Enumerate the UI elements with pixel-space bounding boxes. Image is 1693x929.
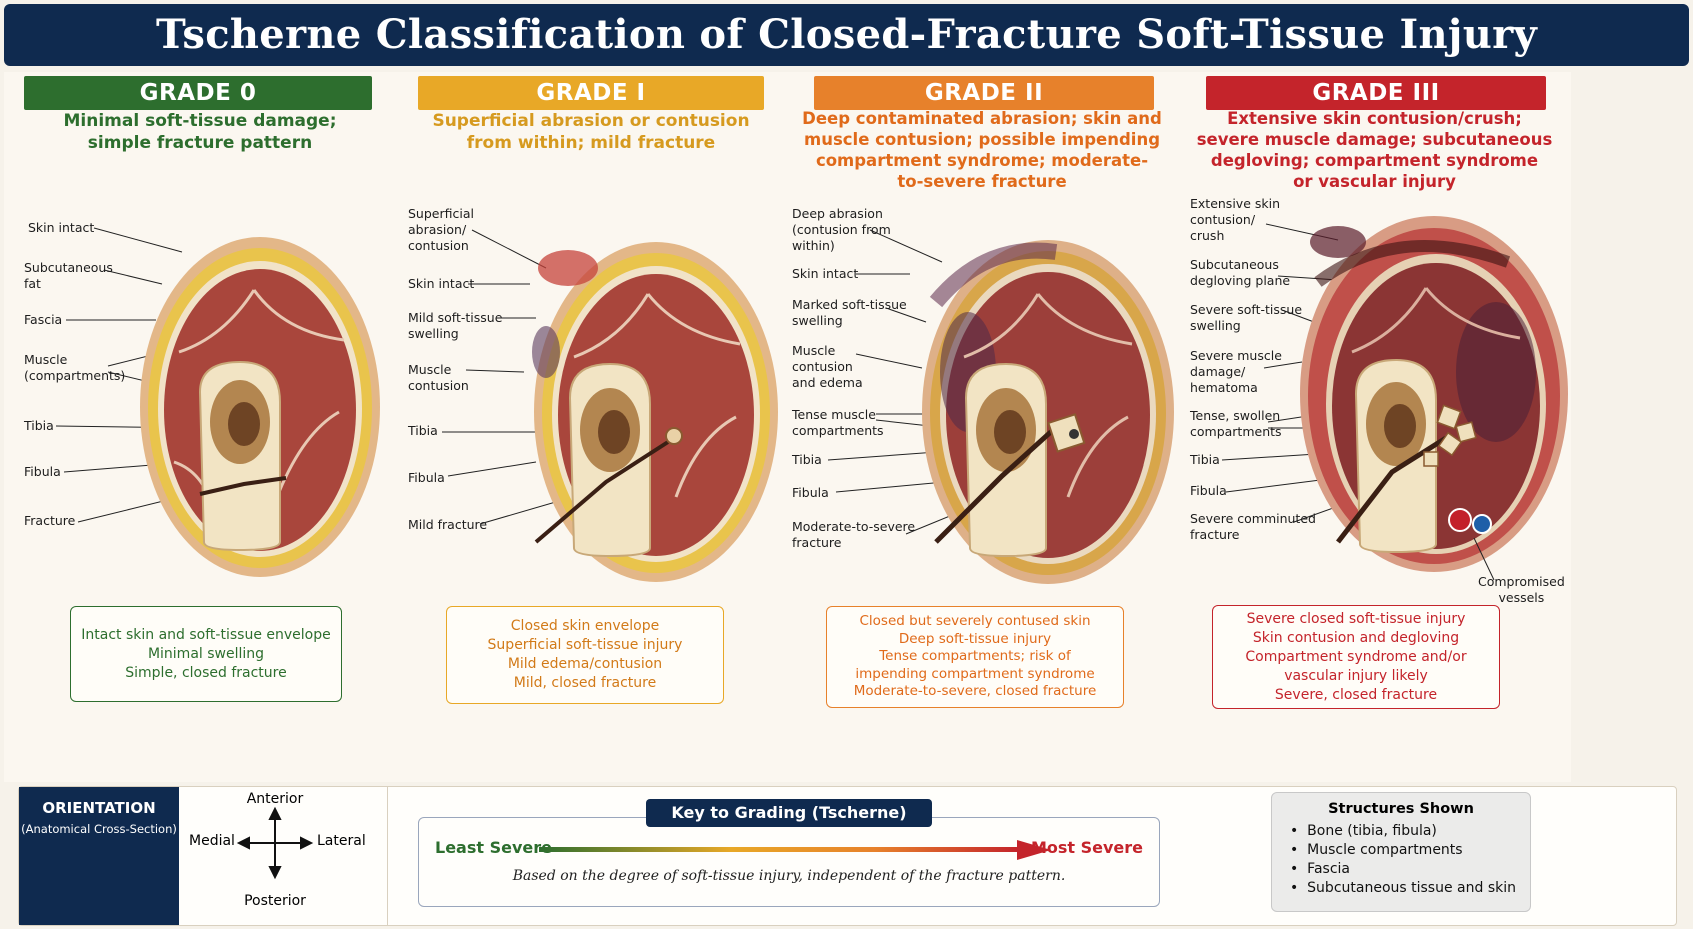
key-note: Based on the degree of soft-tissue injur… xyxy=(512,868,1066,884)
grade-0-cross-section xyxy=(55,227,380,577)
structure-item: • Fascia xyxy=(1290,861,1350,877)
label-fibula: Fibula xyxy=(408,470,445,485)
severity-gradient-arrow xyxy=(539,840,1051,860)
orientation-medial: Medial xyxy=(189,833,235,849)
orientation-box: ORIENTATION (Anatomical Cross-Section) xyxy=(19,787,179,925)
structure-item: • Subcutaneous tissue and skin xyxy=(1290,880,1516,896)
label-skin-intact: Skin intact xyxy=(792,266,859,281)
label-fascia: Fascia xyxy=(24,312,63,327)
label-subcutaneous-fat: Subcutaneous fat xyxy=(24,260,113,291)
grade-0-header: GRADE 0 xyxy=(24,76,372,110)
structures-title: Structures Shown xyxy=(1328,801,1474,817)
orientation-lateral: Lateral xyxy=(317,833,366,849)
label-fibula: Fibula xyxy=(792,485,829,500)
grade-1-header: GRADE I xyxy=(418,76,764,110)
label-moderate-severe-fracture: Moderate-to-severe fracture xyxy=(792,519,916,550)
panel-grade-3: GRADE III Extensive skin contusion/crush… xyxy=(1178,72,1571,782)
page-title: Tscherne Classification of Closed-Fractu… xyxy=(155,11,1537,58)
grade-1-summary: Closed skin envelope Superficial soft-ti… xyxy=(446,606,724,704)
grade-3-cross-section xyxy=(1221,216,1568,581)
orientation-subtitle: (Anatomical Cross-Section) xyxy=(21,822,177,836)
label-skin-intact: Skin intact xyxy=(408,276,475,291)
structures-box: Structures Shown • Bone (tibia, fibula) … xyxy=(1271,792,1531,912)
label-degloving-plane: Subcutaneous degloving plane xyxy=(1190,257,1291,288)
grade-3-description: Extensive skin contusion/crush; severe m… xyxy=(1196,109,1553,191)
leader-lines xyxy=(55,227,203,523)
key-box: Least Severe Most Severe Based on the de… xyxy=(418,817,1160,907)
grade-0-description: Minimal soft-tissue damage; simple fract… xyxy=(63,111,337,153)
grade-2-summary: Closed but severely contused skin Deep s… xyxy=(826,606,1124,708)
label-fibula: Fibula xyxy=(1190,483,1227,498)
label-extensive-contusion: Extensive skin contusion/ crush xyxy=(1190,196,1281,243)
panel-grade-1: GRADE I Superficial abrasion or contusio… xyxy=(396,72,787,782)
orientation-compass: Anterior Posterior Medial Lateral xyxy=(179,787,388,925)
label-muscle-contusion-edema: Muscle contusion and edema xyxy=(792,343,863,390)
label-mild-fracture: Mild fracture xyxy=(408,517,488,532)
label-tibia: Tibia xyxy=(24,418,54,433)
label-tibia: Tibia xyxy=(792,452,822,467)
label-muscle-contusion: Muscle contusion xyxy=(408,362,469,393)
compass-arrows-icon xyxy=(236,806,314,880)
orientation-posterior: Posterior xyxy=(244,893,306,909)
label-comminuted-fracture: Severe comminuted fracture xyxy=(1190,511,1316,542)
orientation-anterior: Anterior xyxy=(246,791,304,807)
panel-grade-2: GRADE II Deep contaminated abrasion; ski… xyxy=(786,72,1179,782)
bottom-legend: ORIENTATION (Anatomical Cross-Section) A… xyxy=(18,786,1677,926)
label-compromised-vessels: Compromised vessels xyxy=(1478,574,1565,605)
key-title: Key to Grading (Tscherne) xyxy=(646,799,932,827)
label-deep-abrasion: Deep abrasion (contusion from within) xyxy=(792,206,891,253)
grade-2-cross-section xyxy=(827,229,1174,584)
grade-2-description: Deep contaminated abrasion; skin and mus… xyxy=(802,109,1162,191)
label-skin-intact: Skin intact xyxy=(28,220,95,235)
label-muscle: Muscle (compartments) xyxy=(24,352,126,383)
label-severe-muscle-damage: Severe muscle damage/ hematoma xyxy=(1190,348,1282,395)
label-fibula: Fibula xyxy=(24,464,61,479)
label-fracture: Fracture xyxy=(24,513,76,528)
key-most-severe: Most Severe xyxy=(1030,838,1143,857)
label-severe-swelling: Severe soft-tissue swelling xyxy=(1190,302,1303,333)
key-least-severe: Least Severe xyxy=(435,838,552,857)
label-tense-compartments: Tense muscle compartments xyxy=(792,407,884,438)
structure-item: • Muscle compartments xyxy=(1290,842,1463,858)
label-superficial-abrasion: Superficial abrasion/ contusion xyxy=(408,206,474,253)
label-tibia: Tibia xyxy=(408,423,438,438)
label-tibia: Tibia xyxy=(1190,452,1220,467)
grade-3-summary: Severe closed soft-tissue injury Skin co… xyxy=(1212,605,1500,709)
label-marked-swelling: Marked soft-tissue swelling xyxy=(792,297,907,328)
label-mild-swelling: Mild soft-tissue swelling xyxy=(408,310,503,341)
panel-grade-0: GRADE 0 Minimal soft-tissue damage; simp… xyxy=(4,72,397,782)
grade-1-description: Superficial abrasion or contusion from w… xyxy=(432,111,750,153)
structure-item: • Bone (tibia, fibula) xyxy=(1290,823,1437,839)
grade-2-header: GRADE II xyxy=(814,76,1154,110)
title-banner: Tscherne Classification of Closed-Fractu… xyxy=(4,4,1689,66)
grade-0-summary: Intact skin and soft-tissue envelope Min… xyxy=(70,606,342,702)
grade-1-cross-section xyxy=(442,229,778,582)
orientation-title: ORIENTATION xyxy=(42,799,156,817)
grade-3-header: GRADE III xyxy=(1206,76,1546,110)
label-tense-swollen-compartments: Tense, swollen compartments xyxy=(1190,408,1282,439)
